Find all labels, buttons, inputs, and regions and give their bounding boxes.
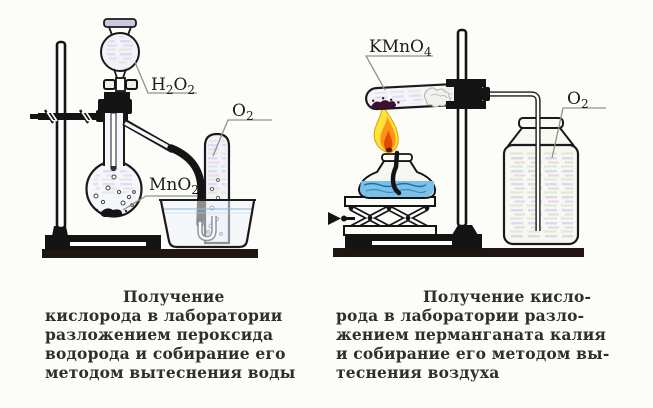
caption-left-line: методом вытеснения воды [45,363,296,382]
rubber-tube [167,144,205,228]
o2-left-leader-line [212,119,272,157]
flask-stopper [98,92,132,114]
h2o2-leader-line [134,61,197,94]
svg-text:KMnO4: KMnO4 [369,37,432,59]
caption-left-line: разложением пероксида [45,325,274,344]
svg-text:O2: O2 [232,101,254,123]
flame-core [384,130,393,151]
caption-right: Получение кисло- рода в лаборатории разл… [336,287,632,382]
flame-base [385,147,393,153]
svg-text:O2: O2 [567,89,589,111]
caption-right-line: Получение кисло- [423,287,592,306]
mno2-label: MnO2 [122,175,199,211]
lab-jack [328,196,437,236]
lamp-flame [373,103,399,154]
delivery-tube [490,91,541,231]
bottle-lip [518,117,564,129]
water-trough [159,199,256,249]
side-arm [122,118,175,154]
caption-right-line: жением перманганата калия [336,325,607,344]
left-apparatus: H2O2 MnO2 O2 [30,18,272,258]
gas-bottle [502,117,580,246]
kmno4-label: KMnO4 [364,37,433,91]
funnel-stopcock [103,77,138,92]
ground-strip-left [42,249,258,258]
lamp-wick [390,150,402,196]
spirit-lamp [357,150,437,199]
caption-right-line: теснения воздуха [336,363,500,382]
svg-text:MnO2: MnO2 [149,175,199,197]
mno2-residue [100,208,123,217]
stand-clamp-right [446,79,490,109]
ground-strip-right [333,248,584,257]
stand-rod-left [55,40,67,230]
kmno4-leader-line [364,55,433,91]
stand-rod-right [456,28,468,228]
mno2-leader-line [122,195,198,211]
h2o2-label: H2O2 [134,61,197,97]
caption-left-line: Получение [123,287,225,306]
lab-jack-knob [328,212,355,225]
right-apparatus: KMnO4 O2 [328,28,606,257]
svg-text:H2O2: H2O2 [151,75,195,97]
apparatus-illustration: H2O2 MnO2 O2 [30,18,606,258]
tube-stopper [462,82,482,106]
stand-base-right [345,225,482,249]
o2-right-leader-line [551,107,606,159]
kmno4-test-tube [365,82,466,111]
caption-left-line: кислорода в лаборатории [45,306,283,325]
caption-right-line: и собирание его методом вы- [336,344,610,363]
dropping-funnel [100,18,140,97]
o2-left-label: O2 [212,101,272,157]
o2-right-label: O2 [551,89,606,159]
stand-base-left [45,226,161,250]
caption-right-line: рода в лаборатории разло- [336,306,585,325]
round-bottom-flask [85,112,143,218]
kmno4-crystals [370,100,397,109]
caption-left: Получение кислорода в лаборатории разлож… [45,287,311,382]
caption-left-line: водорода и собирание его [45,344,286,363]
flask-bubbles [93,174,136,207]
